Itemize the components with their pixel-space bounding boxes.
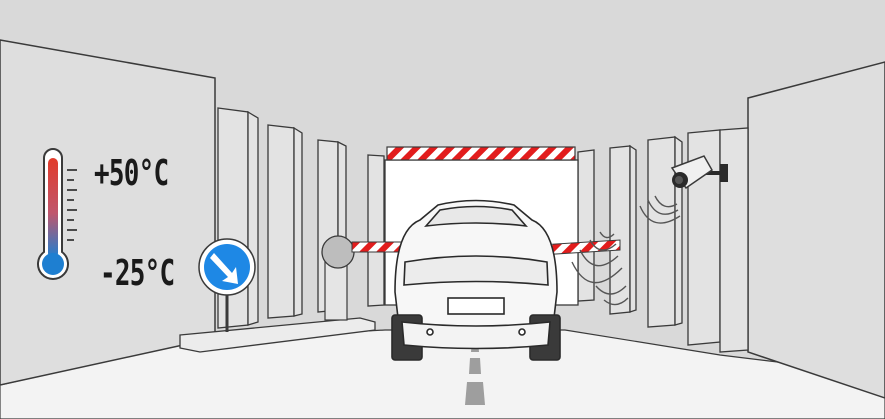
height-barrier-bar bbox=[387, 147, 575, 160]
car-icon bbox=[392, 201, 560, 361]
left-wall bbox=[0, 40, 215, 385]
max-temperature-label: +50°C bbox=[94, 156, 168, 192]
right-wall bbox=[748, 62, 885, 398]
min-temperature-label: -25°C bbox=[100, 256, 174, 292]
